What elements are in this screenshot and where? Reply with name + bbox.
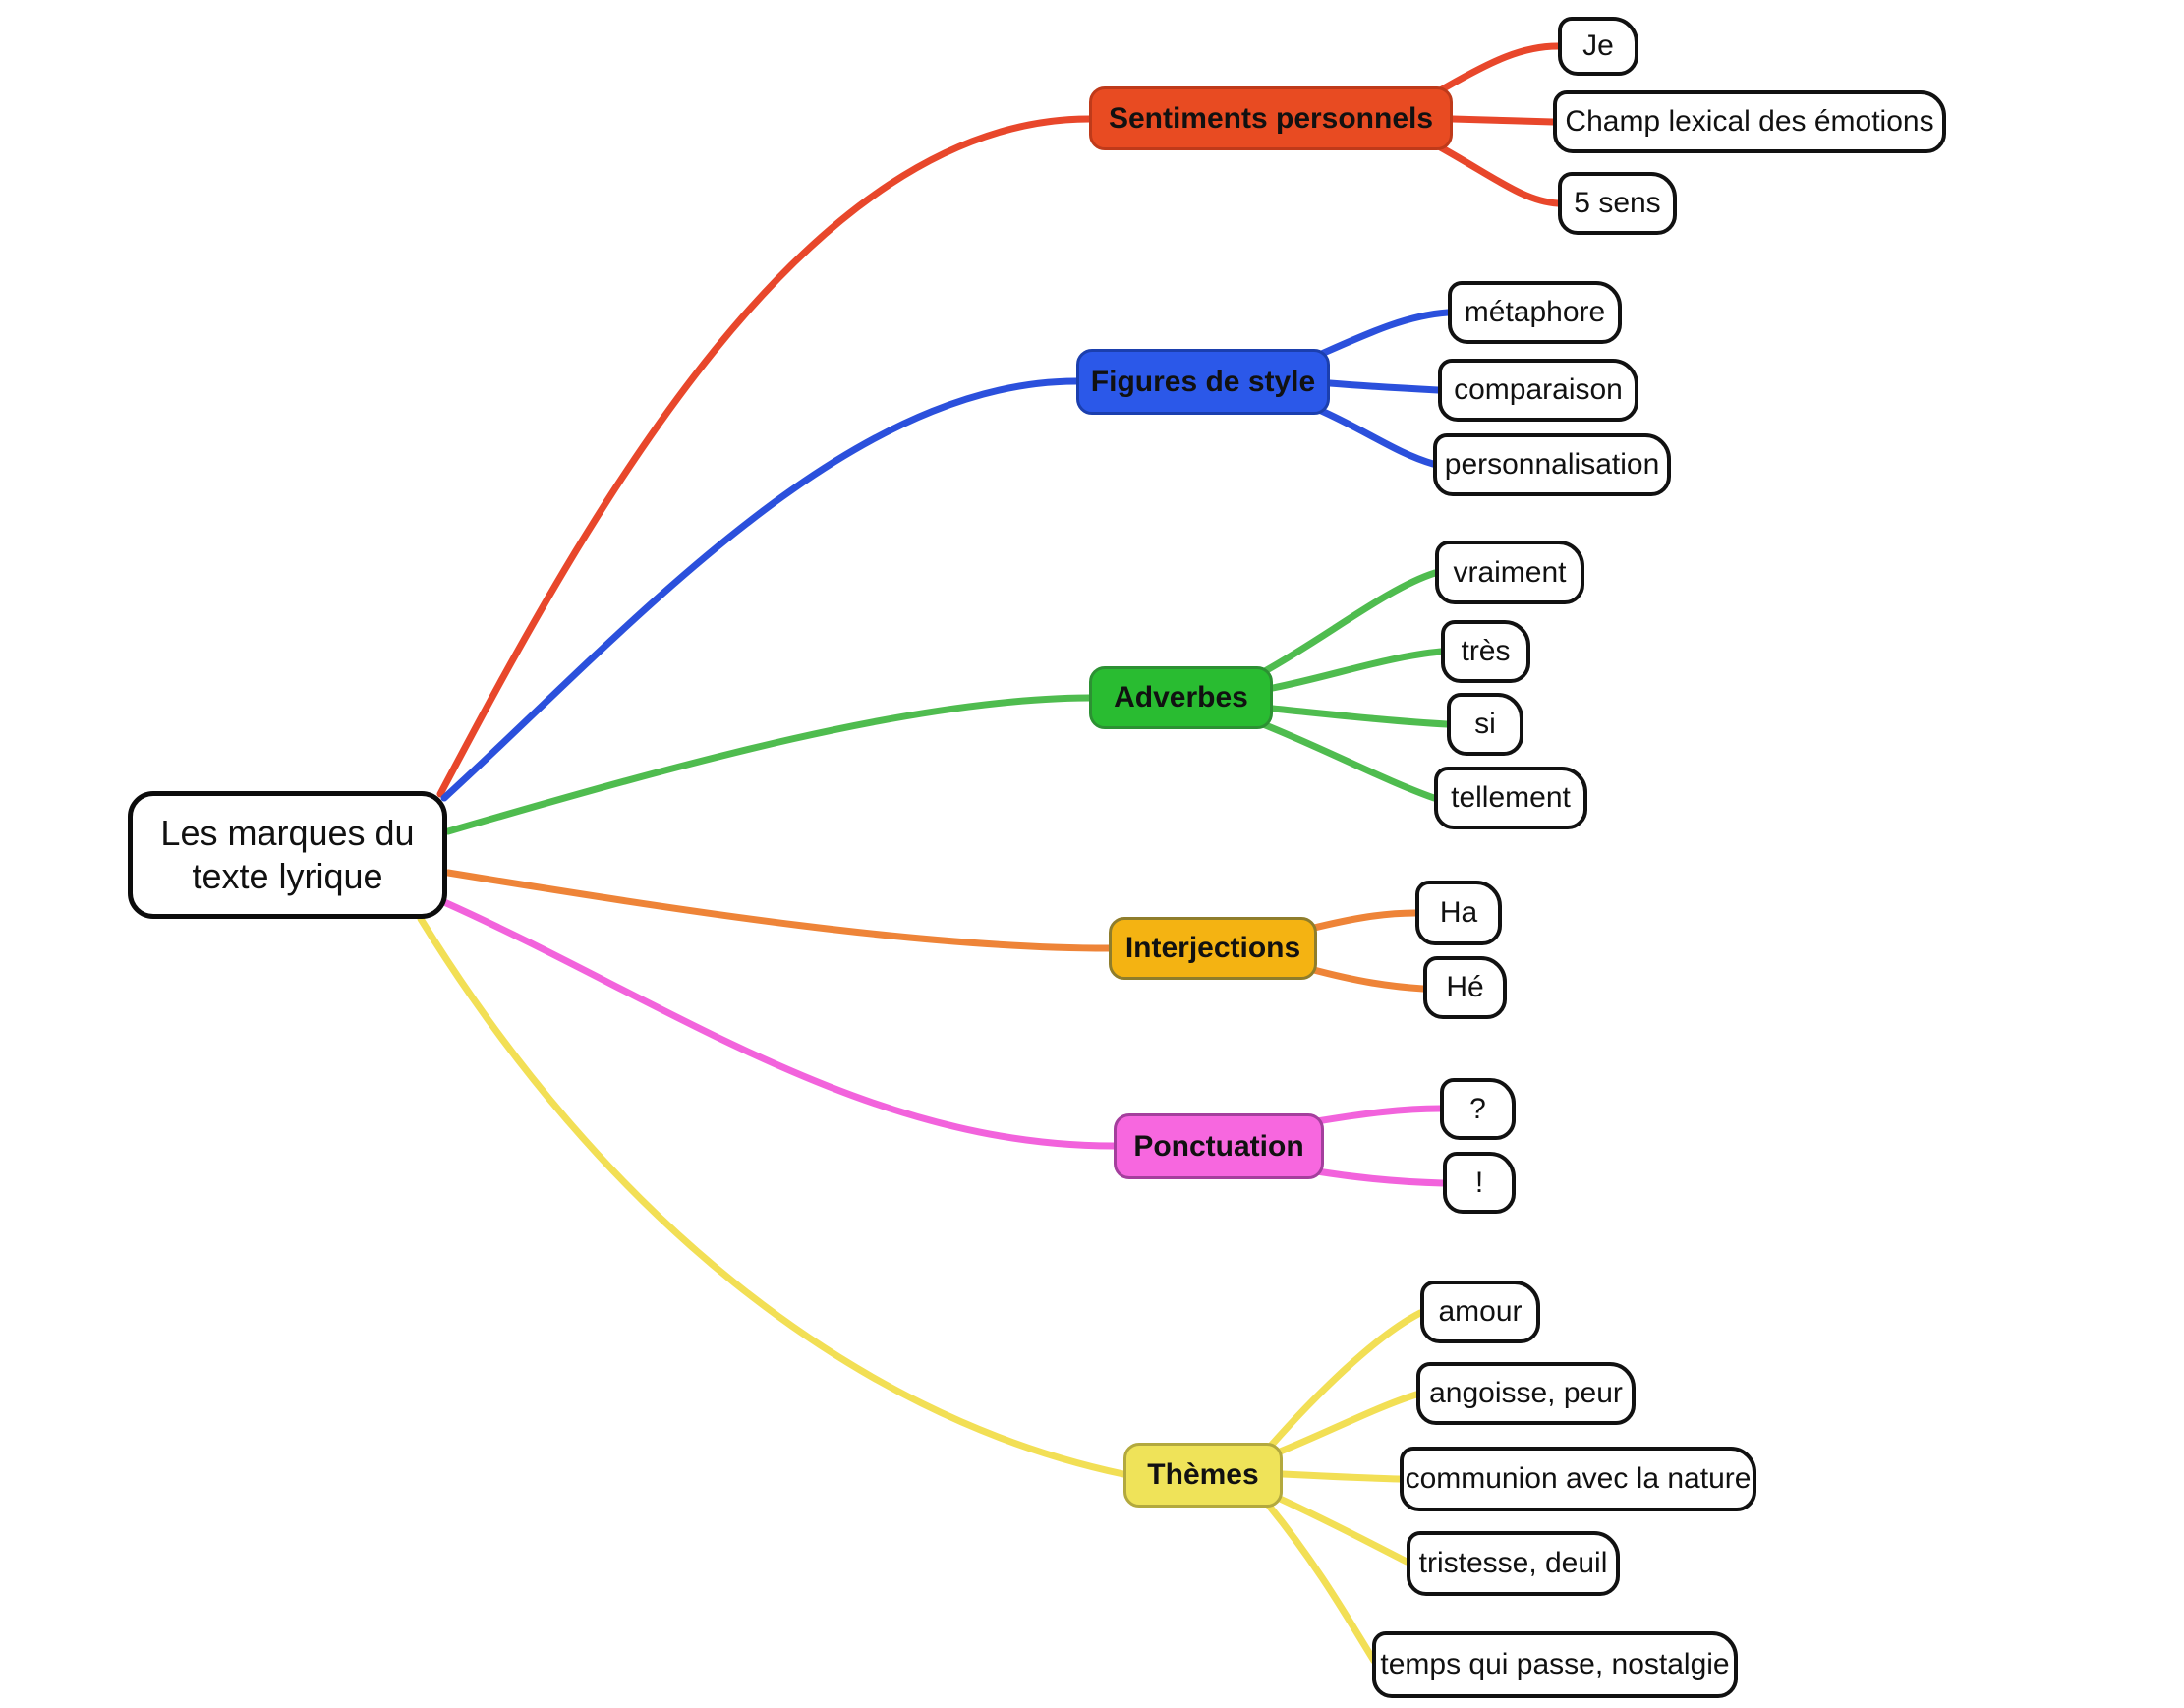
child-node-tellement[interactable]: tellement	[1434, 767, 1587, 829]
edge-figures-comparaison	[1326, 379, 1442, 394]
child-label-comparaison: comparaison	[1454, 373, 1623, 406]
edge-ponctuation-exclamation	[1313, 1167, 1447, 1187]
child-label-champ-lexical-des-emotions: Champ lexical des émotions	[1565, 105, 1934, 138]
edge-sentiments-champ-lexical	[1449, 115, 1557, 126]
edge-root-figures-de-style	[440, 377, 1080, 802]
child-node-si[interactable]: si	[1447, 693, 1523, 756]
child-label-communion-avec-la-nature: communion avec la nature	[1405, 1462, 1752, 1495]
child-node-temps-qui-passe-nostalgie[interactable]: temps qui passe, nostalgie	[1372, 1631, 1738, 1698]
branch-node-interjections[interactable]: Interjections	[1109, 917, 1317, 980]
edge-interjections-ha	[1306, 909, 1419, 933]
child-node-vraiment[interactable]: vraiment	[1435, 541, 1584, 604]
branch-node-sentiments-personnels[interactable]: Sentiments personnels	[1089, 86, 1453, 150]
child-label-vraiment: vraiment	[1453, 555, 1567, 589]
edge-themes-angoisse	[1274, 1391, 1420, 1456]
edge-themes-temps	[1265, 1502, 1378, 1665]
child-node-tristesse-deuil[interactable]: tristesse, deuil	[1407, 1531, 1620, 1596]
child-label-tellement: tellement	[1451, 781, 1571, 814]
child-label-he: Hé	[1446, 971, 1484, 1003]
child-node-metaphore[interactable]: métaphore	[1448, 281, 1622, 344]
edge-themes-tristesse	[1274, 1494, 1410, 1566]
child-label-angoisse-peur: angoisse, peur	[1429, 1377, 1623, 1409]
edge-adverbes-tellement	[1259, 720, 1438, 802]
child-label-temps-qui-passe-nostalgie: temps qui passe, nostalgie	[1380, 1648, 1730, 1680]
child-node-question-mark[interactable]: ?	[1440, 1078, 1516, 1140]
child-node-je[interactable]: Je	[1558, 17, 1638, 76]
branch-node-adverbes[interactable]: Adverbes	[1089, 666, 1273, 729]
root-node[interactable]: Les marques du texte lyrique	[128, 791, 447, 919]
child-label-je: Je	[1582, 29, 1614, 62]
edge-root-sentiments-personnels	[436, 115, 1093, 798]
branch-label-sentiments-personnels: Sentiments personnels	[1108, 101, 1434, 135]
child-label-amour: amour	[1438, 1295, 1523, 1328]
child-node-personnalisation[interactable]: personnalisation	[1433, 433, 1671, 496]
branch-label-interjections: Interjections	[1124, 932, 1301, 964]
child-label-personnalisation: personnalisation	[1444, 448, 1660, 481]
child-label-si: si	[1474, 708, 1496, 740]
edge-adverbes-tres	[1269, 648, 1445, 692]
branch-label-ponctuation: Ponctuation	[1133, 1129, 1304, 1163]
edge-root-interjections	[444, 869, 1113, 952]
child-node-he[interactable]: Hé	[1423, 956, 1507, 1019]
child-label-5-sens: 5 sens	[1574, 187, 1661, 219]
edge-adverbes-si	[1269, 705, 1451, 728]
edge-sentiments-5-sens	[1433, 142, 1562, 207]
edge-ponctuation-question	[1313, 1105, 1444, 1125]
child-label-metaphore: métaphore	[1464, 296, 1606, 328]
root-node-label: Les marques du texte lyrique	[160, 813, 415, 896]
edge-figures-metaphore	[1313, 309, 1452, 360]
child-label-tres: très	[1461, 635, 1511, 667]
child-label-tristesse-deuil: tristesse, deuil	[1418, 1547, 1608, 1579]
branch-node-ponctuation[interactable]: Ponctuation	[1114, 1113, 1324, 1179]
edge-adverbes-vraiment	[1259, 569, 1439, 676]
branch-label-adverbes: Adverbes	[1114, 681, 1248, 713]
child-node-5-sens[interactable]: 5 sens	[1558, 172, 1677, 235]
edge-themes-amour	[1267, 1309, 1424, 1450]
child-label-question-mark: ?	[1469, 1092, 1486, 1125]
child-node-angoisse-peur[interactable]: angoisse, peur	[1416, 1362, 1636, 1425]
child-node-ha[interactable]: Ha	[1415, 881, 1502, 945]
child-node-communion-avec-la-nature[interactable]: communion avec la nature	[1400, 1447, 1756, 1511]
child-label-ha: Ha	[1439, 896, 1478, 929]
child-node-tres[interactable]: très	[1441, 620, 1530, 683]
branch-label-figures-de-style: Figures de style	[1090, 365, 1316, 398]
child-node-exclamation-mark[interactable]: !	[1443, 1152, 1516, 1214]
child-label-exclamation-mark: !	[1474, 1166, 1484, 1199]
edge-root-ponctuation	[440, 898, 1118, 1150]
branch-node-themes[interactable]: Thèmes	[1123, 1443, 1283, 1508]
edge-themes-communion	[1279, 1470, 1404, 1483]
edge-interjections-he	[1306, 965, 1427, 993]
child-node-comparaison[interactable]: comparaison	[1438, 359, 1638, 422]
edge-root-adverbes	[444, 694, 1093, 835]
edge-root-themes	[417, 915, 1127, 1478]
branch-label-themes: Thèmes	[1147, 1458, 1259, 1491]
edge-sentiments-je	[1433, 42, 1562, 96]
branch-node-figures-de-style[interactable]: Figures de style	[1076, 349, 1330, 415]
edge-figures-personnalisation	[1313, 405, 1437, 468]
child-node-amour[interactable]: amour	[1420, 1281, 1540, 1343]
child-node-champ-lexical-des-emotions[interactable]: Champ lexical des émotions	[1553, 90, 1946, 153]
